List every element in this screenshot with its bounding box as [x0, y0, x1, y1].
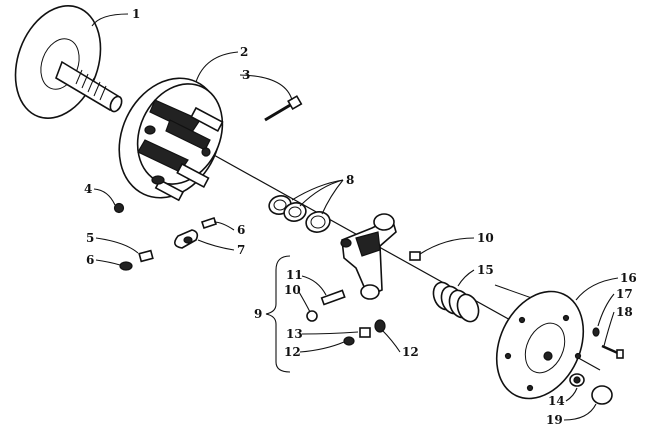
callout-3: 3	[242, 68, 250, 82]
movable-sheave	[118, 77, 224, 202]
leader-lines	[91, 13, 619, 421]
washer-6-left	[119, 261, 133, 271]
cover-plate	[495, 290, 585, 400]
callout-6-left: 6	[86, 253, 94, 267]
nut-4	[113, 202, 125, 214]
callout-12-left: 12	[284, 345, 301, 359]
shims	[268, 195, 331, 233]
callout-15: 15	[477, 263, 494, 277]
callout-4: 4	[84, 182, 92, 196]
roller-pin-5	[138, 249, 154, 263]
callouts: 1 2 3 4 5 6 6 7 8 9 10 10 11 12 12 13 14…	[84, 7, 637, 427]
callout-5: 5	[86, 231, 94, 245]
spring	[432, 281, 480, 323]
screw-18	[601, 344, 624, 359]
washer-14	[569, 373, 585, 387]
callout-16: 16	[620, 271, 637, 285]
callout-13: 13	[286, 327, 303, 341]
group-9-bracket	[265, 255, 291, 373]
bushing-13	[359, 319, 386, 338]
callout-18: 18	[616, 305, 633, 319]
pin-11	[320, 289, 346, 306]
callout-10-top: 10	[477, 231, 494, 245]
callout-17: 17	[616, 287, 633, 301]
callout-1: 1	[132, 7, 140, 21]
callout-12-right: 12	[402, 345, 419, 359]
callout-6-right: 6	[237, 223, 245, 237]
nut-10-lower	[306, 310, 318, 322]
spider	[340, 213, 397, 300]
callout-10-lower: 10	[284, 283, 301, 297]
cap-10-top	[409, 251, 421, 261]
cap-19	[591, 385, 613, 405]
callout-19: 19	[546, 413, 563, 427]
washer-12	[343, 336, 355, 346]
callout-2: 2	[240, 45, 248, 59]
washer-17	[592, 327, 600, 337]
callout-14: 14	[548, 394, 565, 408]
fixed-sheave	[14, 5, 123, 119]
callout-7: 7	[237, 243, 245, 257]
callout-11: 11	[286, 268, 303, 282]
callout-9: 9	[254, 307, 262, 321]
callout-8: 8	[346, 173, 354, 187]
bolt	[264, 95, 303, 122]
roller-clip	[174, 229, 199, 249]
washer-6-right	[200, 216, 218, 230]
